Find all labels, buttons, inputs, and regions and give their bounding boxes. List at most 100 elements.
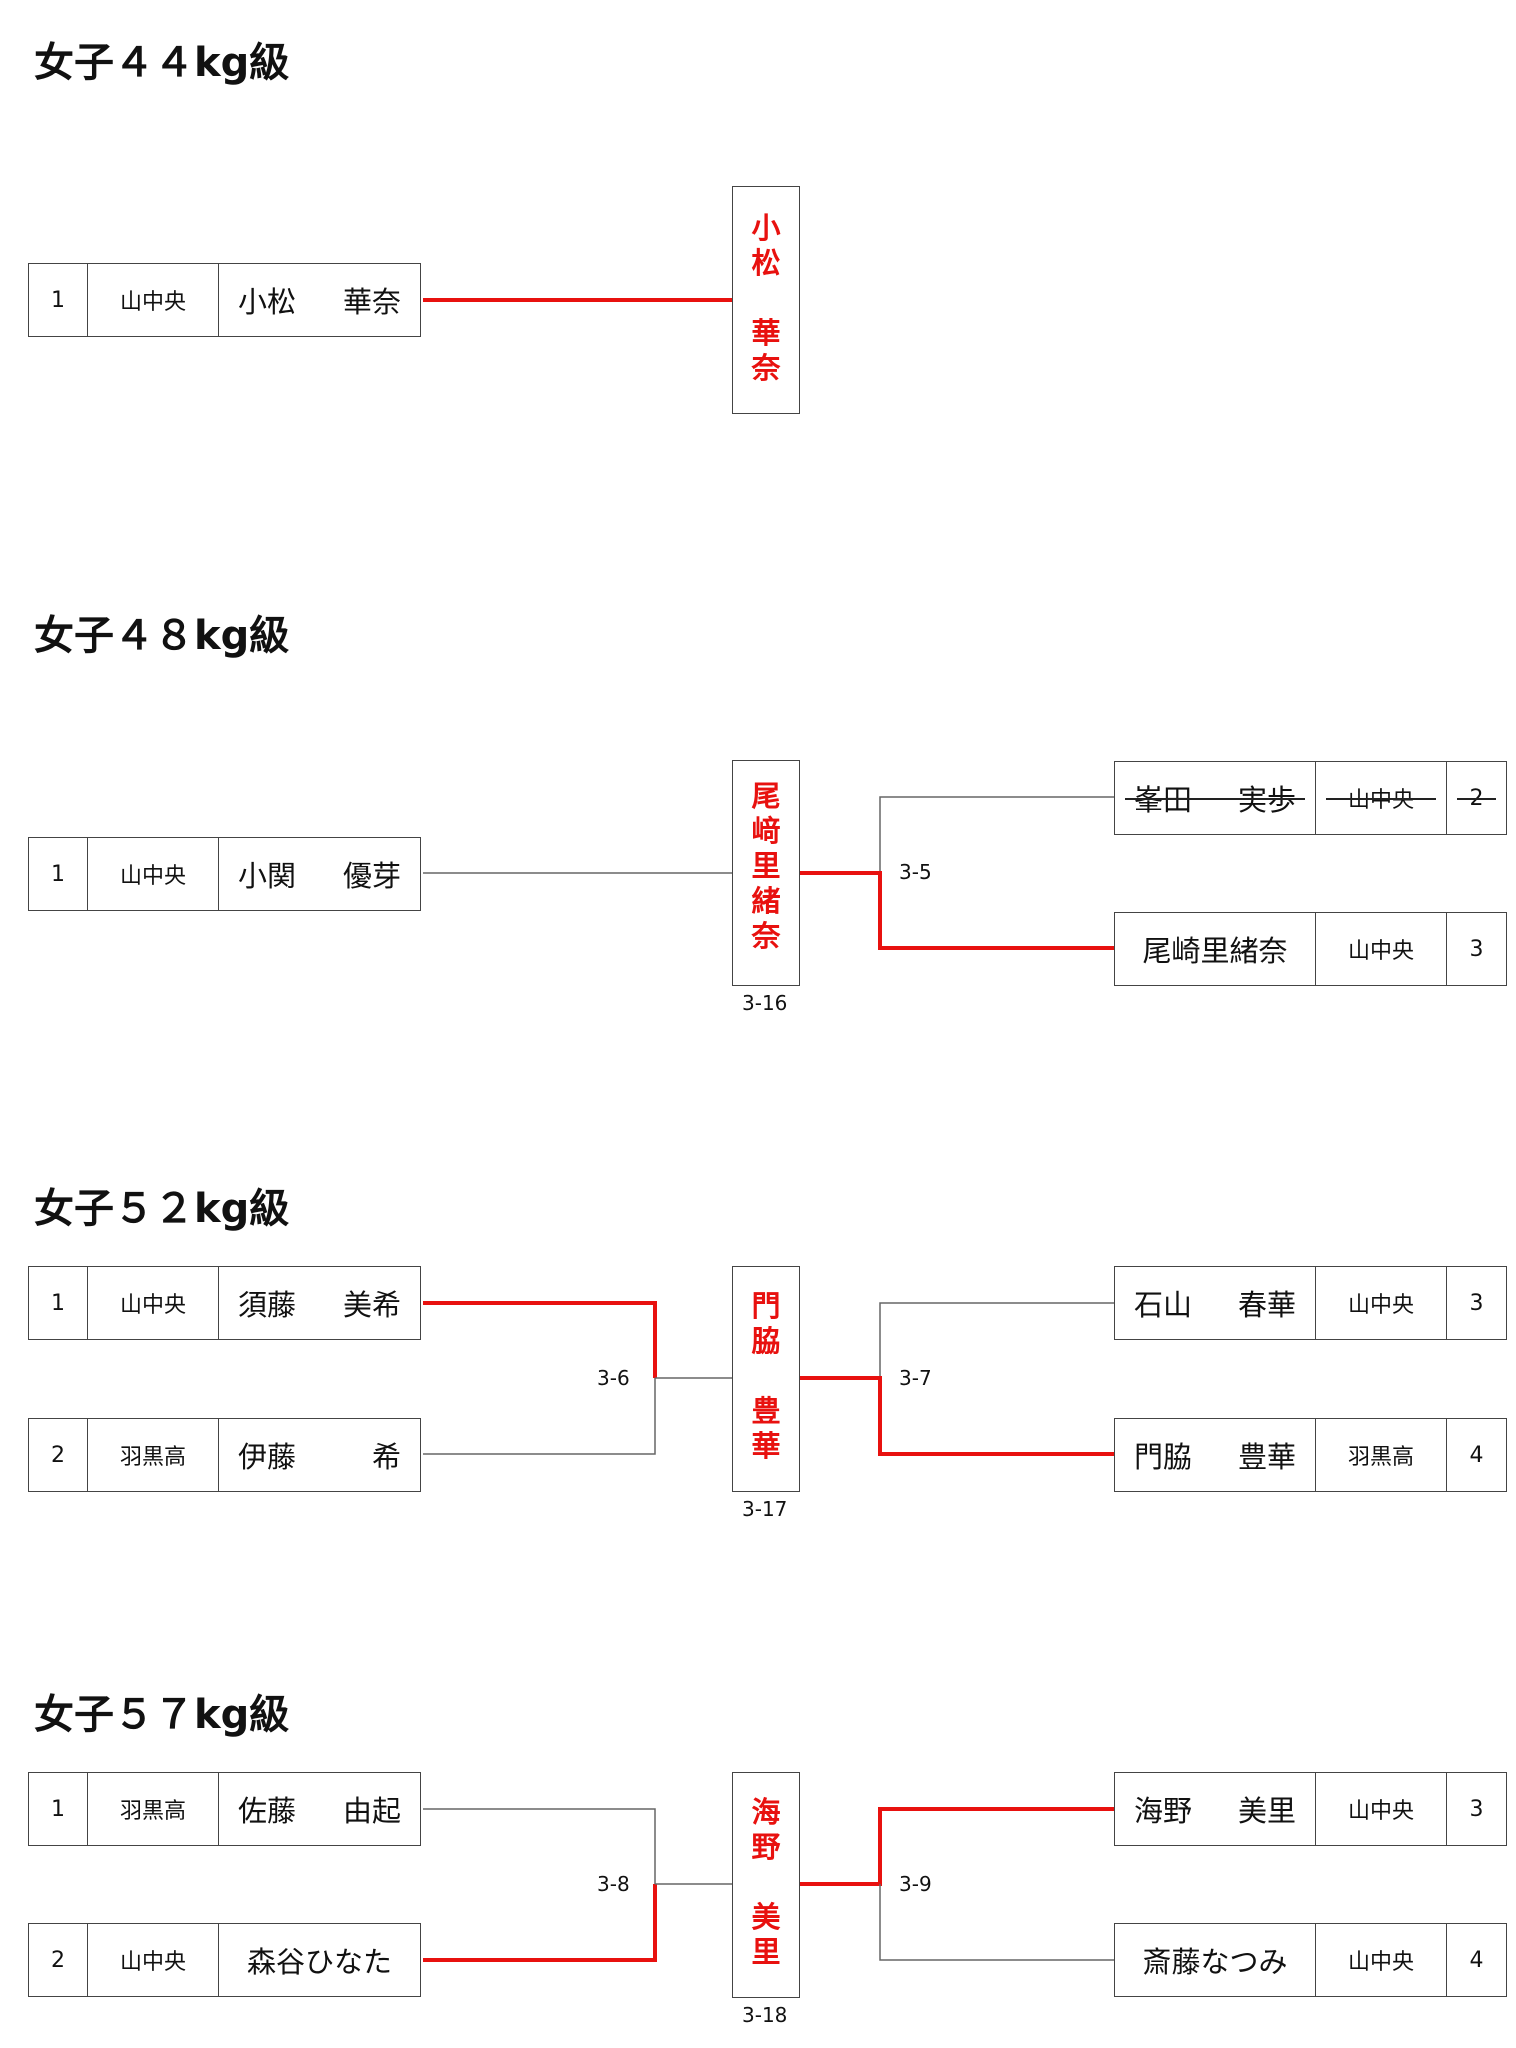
match-number: 3-16 — [742, 991, 788, 1015]
seed-number: 1 — [29, 1773, 88, 1845]
entry-52kg-right-1: 石山春華 山中央 3 — [1114, 1266, 1507, 1340]
match-number: 3-9 — [899, 1872, 932, 1896]
surname: 伊藤 — [238, 1440, 297, 1474]
player-name: 須藤美希 — [219, 1267, 420, 1339]
entry-48kg-right-2: 尾崎里緒奈 山中央 3 — [1114, 912, 1507, 986]
champion-char: 奈 — [751, 351, 781, 385]
match-number: 3-5 — [899, 860, 932, 884]
line-57-right-bottom — [879, 1884, 1114, 1961]
match-number: 3-6 — [597, 1366, 630, 1390]
surname: 門脇 — [1134, 1440, 1193, 1474]
champion-char: 脇 — [751, 1324, 781, 1358]
given-name: 華奈 — [342, 285, 401, 319]
given-name: 実歩 — [1237, 783, 1296, 817]
player-name: 門脇 豊華 — [1115, 1419, 1316, 1491]
player-name: 尾崎里緒奈 — [1115, 913, 1316, 985]
entry-48kg-right-1: 峯田実歩 山中央 2 — [1114, 761, 1507, 835]
entry-57kg-right-2: 斎藤なつみ 山中央 4 — [1114, 1923, 1507, 1997]
champion-box-48kg: 尾 﨑 里 緒 奈 — [732, 760, 800, 986]
line-57-left-win — [423, 1884, 657, 1962]
school-name: 山中央 — [1316, 913, 1447, 985]
line-52-right-win — [800, 1376, 1114, 1456]
entry-48kg-left-1: 1 山中央 小関 優芽 — [28, 837, 421, 911]
champion-char: 松 — [751, 246, 781, 280]
given-name: 春華 — [1237, 1288, 1296, 1322]
entry-52kg-right-2: 門脇 豊華 羽黒高 4 — [1114, 1418, 1507, 1492]
seed-number: 4 — [1469, 1947, 1484, 1973]
player-name: 佐藤由起 — [219, 1773, 420, 1845]
school-name: 羽黒高 — [1316, 1419, 1447, 1491]
player-name: 斎藤なつみ — [1115, 1924, 1316, 1996]
surname: 須藤 — [238, 1288, 297, 1322]
school-name: 羽黒高 — [88, 1773, 219, 1845]
match-number: 3-8 — [597, 1872, 630, 1896]
player-name: 海野美里 — [1115, 1773, 1316, 1845]
line-57-right-win — [800, 1807, 1114, 1886]
surname: 小関 — [238, 859, 297, 893]
school-name: 山中央 — [1316, 1924, 1447, 1996]
seed-number: 3 — [1469, 1796, 1484, 1822]
match-number: 3-17 — [742, 1497, 788, 1521]
champion-char: 緒 — [751, 884, 781, 918]
given-name: 優芽 — [342, 859, 401, 893]
entry-57kg-right-1: 海野美里 山中央 3 — [1114, 1772, 1507, 1846]
division-title-52kg: 女子５２kg級 — [34, 1186, 290, 1232]
line-48-right-win — [800, 871, 1114, 950]
surname: 石山 — [1134, 1288, 1193, 1322]
entry-44kg-left-1: 1 山中央 小松 華奈 — [28, 263, 421, 337]
seed-number: 1 — [29, 1267, 88, 1339]
school-name: 山中央 — [88, 838, 219, 910]
champion-char: 野 — [751, 1830, 781, 1864]
champion-char: 美 — [751, 1900, 781, 1934]
division-title-44kg: 女子４４kg級 — [34, 40, 290, 86]
seed-number: 2 — [29, 1419, 88, 1491]
player-name: 小関 優芽 — [219, 838, 420, 910]
champion-char: 小 — [751, 211, 781, 245]
line-57-left-top — [423, 1808, 656, 1884]
full-name: 尾崎里緒奈 — [1142, 934, 1288, 968]
school-name: 羽黒高 — [88, 1419, 219, 1491]
champion-char: 里 — [751, 1935, 781, 1969]
champion-box-57kg: 海 野 美 里 — [732, 1772, 800, 1998]
champion-box-44kg: 小 松 華 奈 — [732, 186, 800, 414]
champion-char: 華 — [751, 1429, 781, 1463]
champion-char: 奈 — [751, 919, 781, 953]
school-name: 山中央 — [1316, 762, 1447, 834]
line-52-left-win — [423, 1301, 657, 1378]
division-title-48kg: 女子４８kg級 — [34, 613, 290, 659]
champion-char: 﨑 — [751, 814, 781, 848]
match-number: 3-18 — [742, 2003, 788, 2027]
full-name: 森谷ひなた — [246, 1945, 392, 1979]
player-name: 石山 春華 — [1115, 1267, 1316, 1339]
surname: 小松 — [238, 285, 297, 319]
seed-number: 4 — [1469, 1442, 1484, 1468]
school-name: 山中央 — [1316, 1267, 1447, 1339]
entry-52kg-left-2: 2 羽黒高 伊藤 希 — [28, 1418, 421, 1492]
seed-number: 1 — [29, 264, 88, 336]
school-name: 山中央 — [1316, 1773, 1447, 1845]
seed-number: 2 — [29, 1924, 88, 1996]
seed-number: 3 — [1469, 936, 1484, 962]
line-52-left-bottom — [423, 1378, 656, 1455]
school-name: 山中央 — [88, 264, 219, 336]
champion-char: 華 — [751, 316, 781, 350]
given-name: 由起 — [342, 1794, 401, 1828]
seed-number: 1 — [29, 838, 88, 910]
surname: 海野 — [1134, 1794, 1193, 1828]
entry-57kg-left-2: 2 山中央 森谷ひなた — [28, 1923, 421, 1997]
line-48-right-top — [879, 796, 1114, 873]
seed-number: 2 — [1447, 762, 1506, 834]
given-name: 希 — [371, 1440, 401, 1474]
champion-char: 豊 — [751, 1394, 781, 1428]
champion-char: 門 — [751, 1289, 781, 1323]
school-name: 山中央 — [88, 1267, 219, 1339]
champion-char: 里 — [751, 849, 781, 883]
given-name: 豊華 — [1237, 1440, 1296, 1474]
school-name: 山中央 — [88, 1924, 219, 1996]
match-number: 3-7 — [899, 1366, 932, 1390]
entry-52kg-left-1: 1 山中央 須藤美希 — [28, 1266, 421, 1340]
player-name: 小松 華奈 — [219, 264, 420, 336]
champion-char: 海 — [751, 1795, 781, 1829]
champion-box-52kg: 門 脇 豊 華 — [732, 1266, 800, 1492]
